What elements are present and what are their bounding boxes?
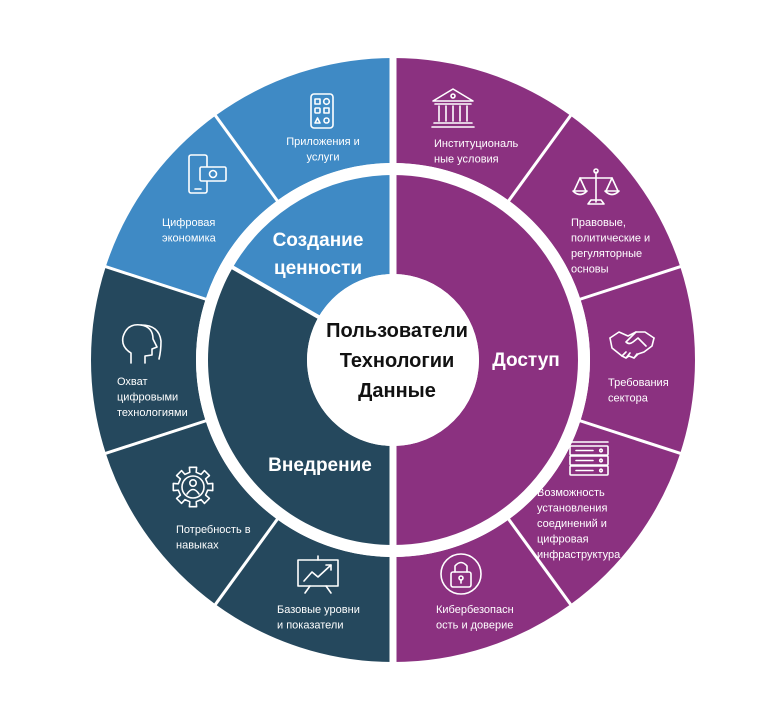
inner-label-adoption: Внедрение — [268, 455, 372, 476]
center-disc — [307, 274, 479, 446]
lock-icon — [440, 553, 482, 595]
segment-label-legal: политические и — [571, 233, 650, 245]
segment-label-connectivity: соединений и — [537, 518, 607, 530]
segment-label-skills: навыках — [176, 540, 219, 552]
segment-label-legal: основы — [571, 264, 609, 276]
segment-label-legal: Правовые, — [571, 217, 626, 229]
segment-label-institutional: Институциональ — [434, 138, 518, 150]
center-label: Технологии — [340, 350, 455, 372]
server-icon — [569, 441, 609, 476]
segment-label-baselines: Базовые уровни — [277, 604, 360, 616]
segment-sector — [580, 266, 696, 454]
chart-board-icon — [297, 555, 339, 594]
segment-label-apps: Приложения и — [286, 136, 360, 148]
segment-label-economy: экономика — [162, 233, 217, 245]
inner-sector-adoption — [207, 267, 393, 545]
center-label: Данные — [358, 380, 436, 402]
segment-cyber — [393, 519, 571, 662]
gear-person-icon — [172, 466, 214, 508]
segment-label-coverage: Охват — [117, 376, 148, 388]
handshake-icon — [609, 331, 655, 359]
segment-label-sector: сектора — [608, 393, 649, 405]
segment-label-economy: Цифровая — [162, 217, 215, 229]
segment-institutional — [393, 58, 571, 201]
apps-icon — [310, 93, 334, 129]
segment-coverage — [90, 266, 206, 454]
segment-economy — [105, 115, 278, 300]
segment-label-connectivity: установления — [537, 503, 607, 515]
scales-icon — [572, 168, 620, 205]
inner-sector-creation — [232, 175, 393, 317]
segment-label-skills: Потребность в — [176, 524, 251, 536]
segment-legal — [508, 115, 681, 300]
segment-apps — [215, 58, 393, 201]
segment-skills — [105, 420, 278, 605]
segment-label-coverage: цифровыми — [117, 392, 178, 404]
inner-label-creation: ценности — [274, 258, 362, 279]
inner-sector-access — [393, 175, 578, 545]
head-profile-icon — [121, 323, 162, 364]
segment-label-baselines: и показатели — [277, 620, 343, 632]
inner-label-creation: Создание — [273, 230, 364, 251]
phone-money-icon — [188, 154, 227, 194]
inner-label-access: Доступ — [492, 350, 560, 371]
segment-connectivity — [508, 420, 681, 605]
segment-label-cyber: Кибербезопасн — [436, 604, 514, 616]
segment-label-legal: регуляторные — [571, 248, 642, 260]
segment-label-institutional: ные условия — [434, 154, 499, 166]
segment-contents: Приложения и услуги Институциональ ные усло… — [117, 88, 669, 632]
center-label: Пользователи — [326, 320, 468, 342]
segment-baselines — [215, 519, 393, 662]
segment-label-apps: услуги — [307, 152, 340, 164]
segment-label-sector: Требования — [608, 377, 669, 389]
segment-label-connectivity: цифровая — [537, 534, 589, 546]
segment-label-connectivity: инфраструктура — [537, 549, 621, 561]
segment-label-coverage: технологиями — [117, 407, 188, 419]
segment-label-cyber: ость и доверие — [436, 620, 513, 632]
segment-label-connectivity: Возможность — [537, 487, 605, 499]
institution-icon — [431, 88, 475, 128]
